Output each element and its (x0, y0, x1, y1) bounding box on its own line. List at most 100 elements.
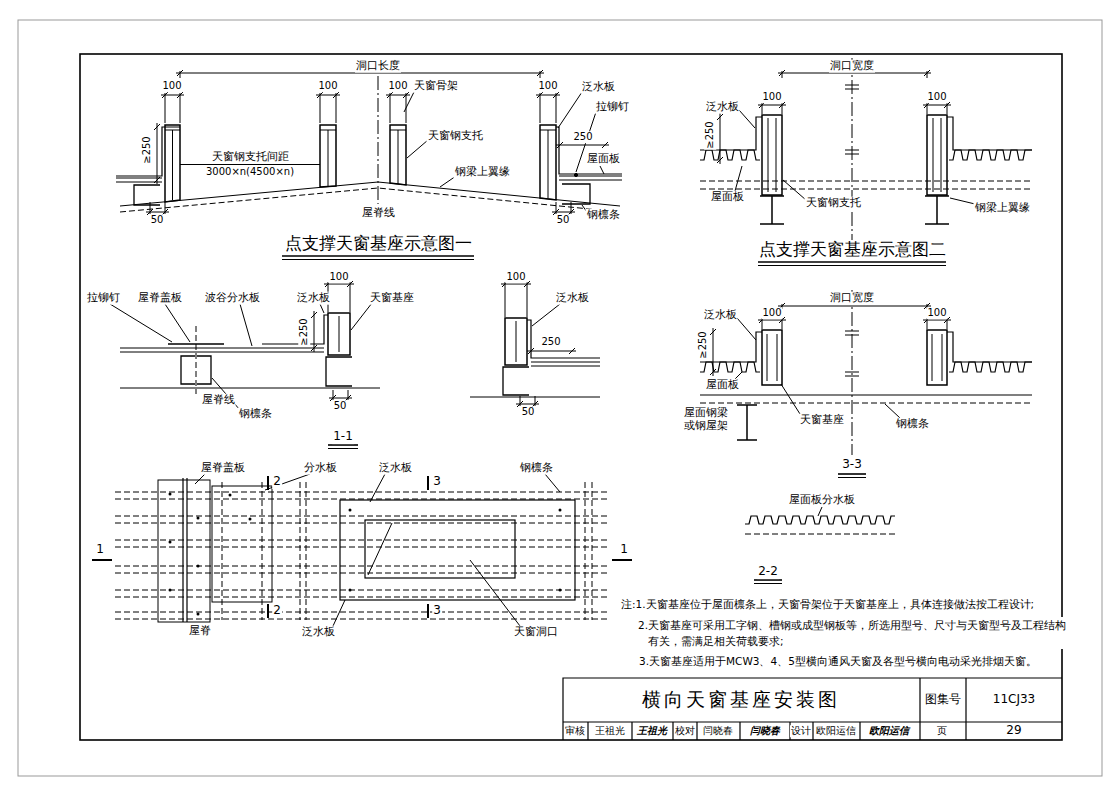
drawing-line (18, 20, 1102, 776)
view-title: 点支撑天窗基座示意图一 (284, 234, 473, 254)
drawing-line (282, 255, 474, 257)
part-label: 钢檩条 (895, 418, 930, 431)
part-label: 泛水板 (703, 309, 738, 322)
drawing-line (328, 313, 350, 355)
title-block-text: 设计 (790, 725, 812, 737)
drawing-line (700, 403, 1032, 404)
drawing-line (197, 565, 200, 568)
drawing-line (735, 318, 900, 418)
drawing-line (559, 509, 562, 512)
part-label: 天窗钢支托间距 (211, 151, 290, 164)
drawing-line (767, 334, 942, 381)
drawing-line (700, 181, 1032, 189)
part-label: 天窗钢支托 (805, 197, 862, 210)
part-label: 屋脊线 (361, 207, 396, 220)
part-label: 屋面板 (710, 191, 745, 204)
title-block-text: 欧阳运信 (815, 725, 857, 737)
dimension-text: 100 (537, 80, 558, 92)
drawing-line (134, 185, 160, 205)
drawing-line (158, 480, 210, 622)
part-label: 钢檩条 (586, 209, 621, 222)
dimension-line (386, 92, 410, 123)
drawing-line (181, 356, 211, 384)
dimension-line (717, 113, 723, 164)
dimension-text: 洞口宽度 (829, 60, 875, 73)
part-label: 天窗骨架 (413, 80, 459, 93)
dimension-text: ≥250 (704, 120, 716, 149)
dimension-line (758, 102, 786, 114)
drawing-line (328, 444, 358, 446)
section-mark: 1 (619, 543, 629, 557)
part-label: 天窗基座 (799, 414, 845, 427)
section-mark: 2 (272, 475, 282, 489)
dimension-text: 250 (572, 131, 593, 143)
drawing-line (754, 579, 782, 581)
drawing-line (120, 348, 380, 388)
drawing-line (115, 492, 610, 619)
title-block-text: 页 (936, 725, 948, 737)
dimension-text: 洞口长度 (355, 60, 401, 73)
dimension-text: 100 (926, 91, 947, 103)
drawing-line (169, 493, 562, 616)
dimension-text: 3000×n(4500×n) (205, 166, 295, 178)
dimension-text: 50 (150, 214, 165, 226)
part-label: 波谷分水板 (204, 292, 261, 305)
drawing-line (180, 92, 604, 212)
signature: 闫晓春 (749, 725, 781, 737)
drawing-line (762, 115, 782, 195)
drawing-line (735, 110, 975, 204)
dimension-line (154, 123, 160, 184)
drawing-line (229, 494, 232, 497)
part-label: 泛水板 (555, 292, 590, 305)
view-title: 点支撑天窗基座示意图二 (758, 240, 947, 260)
dimension-line (527, 348, 576, 354)
drawing-line (562, 184, 590, 204)
part-label: 钢檩条 (238, 408, 273, 421)
drawing-line (559, 176, 622, 180)
part-label: 拉铆钉 (595, 101, 630, 114)
drawing-line (845, 85, 859, 154)
drawing-line (556, 127, 622, 174)
drawing-line (503, 367, 529, 395)
drawing-line (195, 474, 560, 626)
drawing-line (758, 261, 946, 263)
dimension-line (923, 102, 951, 114)
dimension-lines (146, 70, 951, 407)
drawing-line (516, 321, 517, 362)
note-text: 注:1.天窗基座位于屋面檩条上，天窗骨架位于天窗基座上，具体连接做法按工程设计; (620, 598, 1035, 610)
section-mark: 2-2 (757, 565, 779, 579)
drawing-line (92, 476, 632, 618)
drawing-line (262, 315, 328, 344)
part-label: 屋脊盖板 (137, 292, 183, 305)
dimension-text: 100 (505, 271, 526, 283)
title-block-text: 11CJ33 (992, 693, 1036, 707)
dimension-line (161, 92, 184, 123)
title-block-text: 审核 (564, 725, 586, 737)
drawing-line (559, 589, 562, 592)
dimension-text: 100 (761, 91, 782, 103)
dimension-text: 100 (317, 80, 338, 92)
drawing-line (340, 500, 575, 600)
section-mark: 1-1 (332, 430, 354, 444)
part-label: 泛水板 (705, 101, 740, 114)
part-label: 钢梁上翼缘 (454, 166, 511, 179)
dimension-line (758, 317, 786, 329)
drawing-line (222, 482, 592, 620)
dimension-line (311, 311, 317, 352)
section-mark: 2 (272, 604, 282, 618)
drawing-line (700, 394, 1032, 395)
dimension-text: 100 (161, 80, 182, 92)
part-label: 分水板 (303, 462, 338, 475)
note-text: 2.天窗基座可采用工字钢、槽钢或成型钢板等，所选用型号、尺寸与天窗型号及工程结构… (638, 617, 1069, 649)
drawing-line (700, 332, 1032, 362)
dimension-text: ≥250 (697, 330, 709, 359)
dimension-line (552, 202, 575, 215)
drawing-line (169, 589, 172, 592)
part-label: 天窗钢支托 (427, 130, 484, 143)
drawing-line (505, 318, 527, 365)
note-text: 3.天窗基座适用于MCW3、4、5型横向通风天窗及各型号横向电动采光排烟天窗。 (638, 655, 1038, 667)
part-label: 屋面板 (705, 379, 740, 392)
part-label: 天窗基座 (369, 292, 415, 305)
